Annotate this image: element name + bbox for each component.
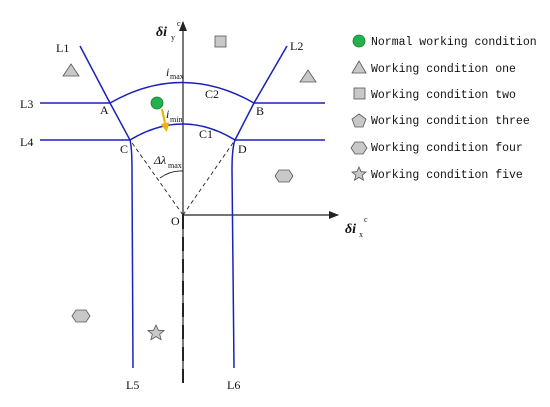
star-marker: [146, 324, 166, 341]
label-l5: L5: [126, 378, 139, 392]
legend-hexagon-icon: [350, 141, 368, 155]
label-c2: C2: [205, 87, 219, 101]
label-imax-sub: max: [170, 72, 184, 81]
label-d: D: [238, 142, 247, 156]
label-c1: C1: [199, 127, 213, 141]
boundary-l1: [79, 45, 111, 104]
triangle-marker: [62, 63, 80, 77]
radial-line-oc: [129, 139, 184, 216]
radial-line-od: [182, 139, 236, 216]
label-delta-lambda-sub: max: [168, 161, 182, 170]
label-l1: L1: [56, 41, 69, 55]
arc-imin: [129, 123, 236, 141]
legend-square-icon: [353, 87, 366, 100]
y-axis-label-sup: c: [177, 19, 181, 28]
y-axis-label: δi: [156, 25, 167, 40]
legend-label-two: Working condition two: [371, 89, 516, 102]
hexagon-marker-2: [71, 309, 91, 323]
label-imin-sub: min: [170, 115, 182, 124]
legend-star-icon: [350, 166, 368, 182]
label-l4: L4: [20, 135, 33, 149]
label-b: B: [256, 104, 264, 118]
boundary-l5: [129, 139, 134, 369]
square-marker: [214, 35, 227, 48]
label-a: A: [100, 103, 109, 117]
label-delta-lambda: Δλ: [153, 153, 166, 167]
legend-label-one: Working condition one: [371, 63, 516, 76]
label-l2: L2: [290, 39, 303, 53]
triangle-marker-2: [299, 69, 317, 83]
boundary-l2: [253, 45, 288, 104]
legend-label-three: Working condition three: [371, 115, 530, 128]
angle-arc: [159, 170, 184, 179]
legend-pentagon-icon: [351, 113, 367, 128]
hexagon-marker: [274, 169, 294, 183]
label-origin: O: [171, 214, 180, 228]
x-axis-label: δi: [345, 222, 356, 237]
boundary-l6: [231, 139, 236, 369]
y-axis-label-sub: y: [171, 33, 175, 42]
boundary-l1-lower: [109, 102, 131, 141]
legend-label-four: Working condition four: [371, 142, 523, 155]
legend-label-five: Working condition five: [371, 169, 523, 182]
boundary-l2-lower: [234, 102, 255, 141]
label-c: C: [120, 142, 128, 156]
label-imin: i: [166, 107, 169, 121]
normal-condition-marker: [150, 96, 164, 110]
x-axis-label-sub: x: [359, 230, 363, 239]
legend-circle-icon: [352, 34, 366, 48]
x-axis-label-sup: c: [364, 215, 368, 224]
yellow-arrow: [160, 108, 170, 132]
arc-imax: [109, 81, 255, 104]
legend-label-normal: Normal working condition: [371, 36, 537, 49]
label-l6: L6: [227, 378, 240, 392]
legend: Normal working condition Working conditi…: [350, 34, 537, 182]
label-l3: L3: [20, 97, 33, 111]
legend-triangle-icon: [351, 60, 367, 74]
label-imax: i: [166, 65, 169, 79]
